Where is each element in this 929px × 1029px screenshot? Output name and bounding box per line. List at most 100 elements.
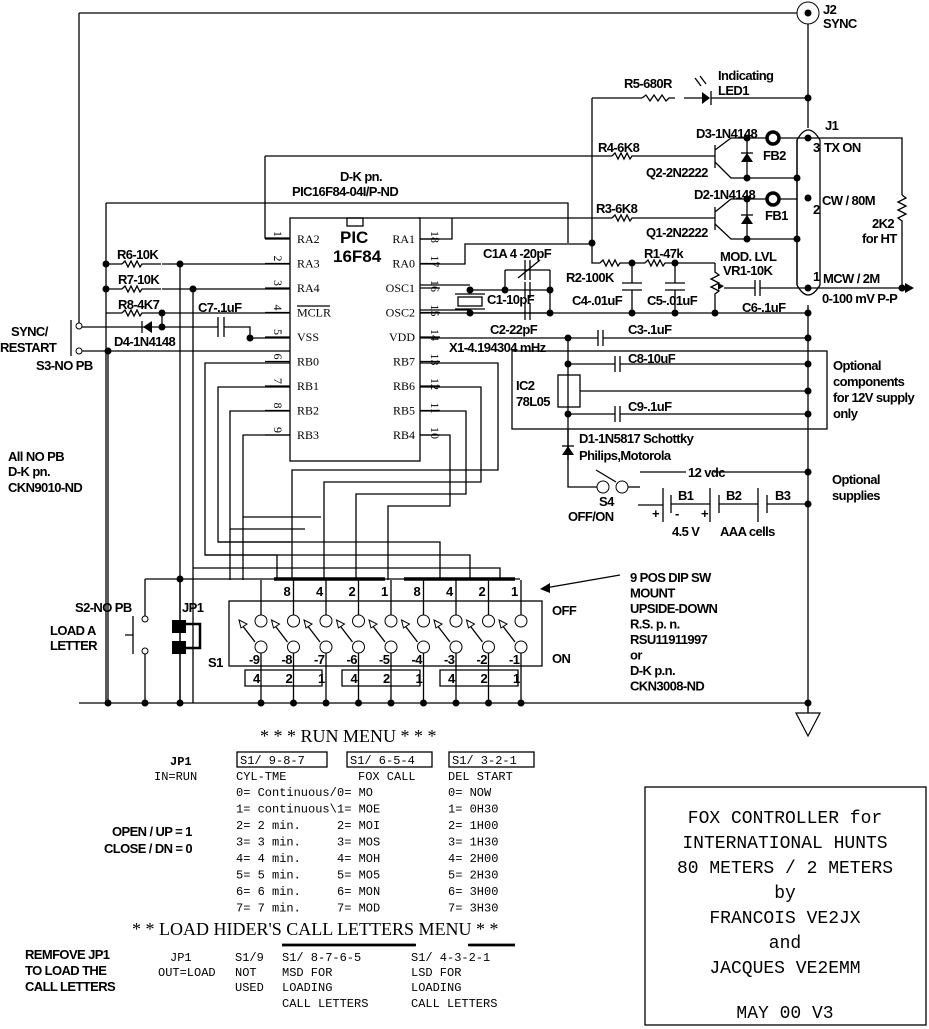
s3-switch[interactable]: S3-NO PB: [36, 358, 93, 373]
dip-note-line: or: [630, 648, 642, 663]
mcu-part: 16F84: [333, 247, 382, 266]
r-ht-note: for HT: [862, 231, 897, 246]
s1-label: S1: [208, 655, 223, 670]
msd-2: MSD FOR: [282, 966, 332, 980]
run-col-row: 0= MO: [337, 786, 373, 800]
load-instruction-1: REMFOVE JP1: [25, 947, 110, 962]
dip-weight-bottom: 2: [383, 671, 390, 686]
run-col-header: S1/ 3-2-1: [452, 754, 517, 768]
optional-note-4: only: [833, 406, 859, 421]
b2-label: B2: [726, 488, 742, 503]
diode-d2-icon: [741, 215, 753, 224]
pin-name: RB7: [393, 355, 415, 369]
dip-weight-bottom: 4: [253, 671, 261, 686]
pin-name: OSC1: [386, 281, 415, 295]
ferrite-bead-fb1-icon: [765, 191, 781, 207]
optional-components-box: [511, 350, 828, 430]
dip-switch-position[interactable]: -9: [238, 614, 268, 667]
dip-switch-position[interactable]: -7: [303, 614, 333, 667]
j1-pin2-num: 2: [813, 202, 820, 217]
dip-switch-position[interactable]: -4: [400, 614, 430, 667]
title-date: MAY 00 V3: [736, 1004, 833, 1024]
run-col-header: S1/ 9-8-7: [240, 754, 305, 768]
load-jp1-label: JP1: [170, 951, 192, 965]
title-line: FRANCOIS VE2JX: [709, 909, 860, 929]
dip-weight-bottom: 4: [351, 671, 359, 686]
title-line: INTERNATIONAL HUNTS: [682, 834, 887, 854]
dip-arrow-icon: [238, 619, 248, 629]
d1-label: D1-1N5817 Schottky: [579, 431, 695, 446]
title-line: FOX CONTROLLER for: [688, 809, 882, 829]
pointer-arrow-icon: [540, 583, 550, 593]
s3-label-2: RESTART: [0, 340, 57, 355]
pin-name: RB6: [393, 379, 415, 393]
dip-switch-position[interactable]: -3: [433, 614, 463, 667]
led-icon: [702, 92, 710, 104]
dip-weight-bottom: 2: [286, 671, 293, 686]
run-col-row: 1= MOE: [337, 803, 380, 817]
pin-number: 8: [271, 403, 285, 409]
ic2-body: [557, 374, 581, 408]
ferrite-bead-fb2-icon: [765, 130, 781, 146]
pin-name: MCLR: [297, 306, 331, 320]
dip-switch-position[interactable]: -6: [335, 614, 365, 667]
title-line: and: [769, 934, 801, 954]
pin-number: 5: [271, 329, 285, 335]
r1-label: R1-47k: [644, 246, 684, 261]
mcu-dk-pn: PIC16F84-04I/P-ND: [292, 184, 398, 199]
pin-name: RB0: [297, 355, 319, 369]
modulation-filter: R2-100K R1-47k C4-.01uF C5-.01uF MOD. LV…: [566, 246, 808, 317]
run-col-row: 3= 3 min.: [236, 836, 301, 850]
run-col-row: 4= 2H00: [448, 852, 498, 866]
legend-close: CLOSE / DN = 0: [104, 841, 192, 856]
d1-mfr: Philips,Motorola: [579, 448, 672, 463]
batt-type: AAA cells: [720, 524, 775, 539]
run-col-row: 3= 1H30: [448, 836, 498, 850]
s4-label[interactable]: S4: [599, 494, 616, 509]
dip-switch-position[interactable]: -8: [270, 614, 300, 667]
c5-label: C5-.01uF: [647, 293, 698, 308]
pin-number: 13: [428, 354, 442, 366]
regulator-section: C8-10uF IC2 78L05 C9-.1uF Optional compo…: [511, 350, 916, 430]
jp1-label[interactable]: JP1: [182, 600, 204, 615]
oscillator-section: C1A 4 -20pF C1-10pF C2-22pF X1-4.194304 …: [420, 218, 600, 355]
input-section: R6-10K R7-10K R8-4K7 C7-.1uF D4-1N4148 S…: [0, 247, 290, 703]
dip-arrow-icon: [433, 619, 443, 629]
pin-name: RA1: [392, 232, 415, 246]
r2-label: R2-100K: [566, 270, 615, 285]
run-jp1-label: JP1: [170, 755, 192, 769]
dip-arrow-icon: [303, 619, 313, 629]
dip-weight-bottom: 1: [513, 671, 520, 686]
pin-name: OSC2: [386, 306, 415, 320]
dip-switch-position[interactable]: -5: [368, 614, 398, 667]
d3-label: D3-1N4148: [696, 126, 757, 141]
run-menu: * * * RUN MENU * * * JP1 IN=RUN OPEN / U…: [104, 726, 535, 916]
c2-label: C2-22pF: [490, 322, 538, 337]
run-col-row: 5= 2H30: [448, 869, 498, 883]
jp1-pin: [172, 641, 186, 654]
s19-2: NOT: [235, 966, 257, 980]
r8-label: R8-4K7: [118, 297, 160, 312]
diode-d4-icon: [143, 321, 152, 333]
dip-position-label: -2: [477, 652, 488, 667]
dip-switch-position[interactable]: -2: [465, 614, 495, 667]
s4-lever: [595, 469, 617, 483]
vr1-label: VR1-10K: [723, 263, 773, 278]
r7-label: R7-10K: [118, 272, 160, 287]
run-col-row: 0= NOW: [448, 786, 492, 800]
load-jp1-state: OUT=LOAD: [158, 966, 216, 980]
dip-position-label: -1: [509, 652, 520, 667]
q1-stage: D2-1N4148 R3-6K8 Q1-2N2222 FB1: [418, 187, 801, 243]
led1-label: LED1: [718, 83, 749, 98]
legend-open: OPEN / UP = 1: [112, 824, 192, 839]
run-col-row: 2= MOI: [337, 819, 380, 833]
pin-number: 6: [271, 354, 285, 360]
b1-label: B1: [678, 488, 694, 503]
pin-number: 4: [271, 305, 285, 311]
run-col-row: 7= 3H30: [448, 902, 498, 916]
dip-weight-top: 1: [511, 584, 518, 599]
s2-switch[interactable]: S2-NO PB: [75, 600, 132, 615]
dip-switch-position[interactable]: -1: [498, 614, 528, 667]
